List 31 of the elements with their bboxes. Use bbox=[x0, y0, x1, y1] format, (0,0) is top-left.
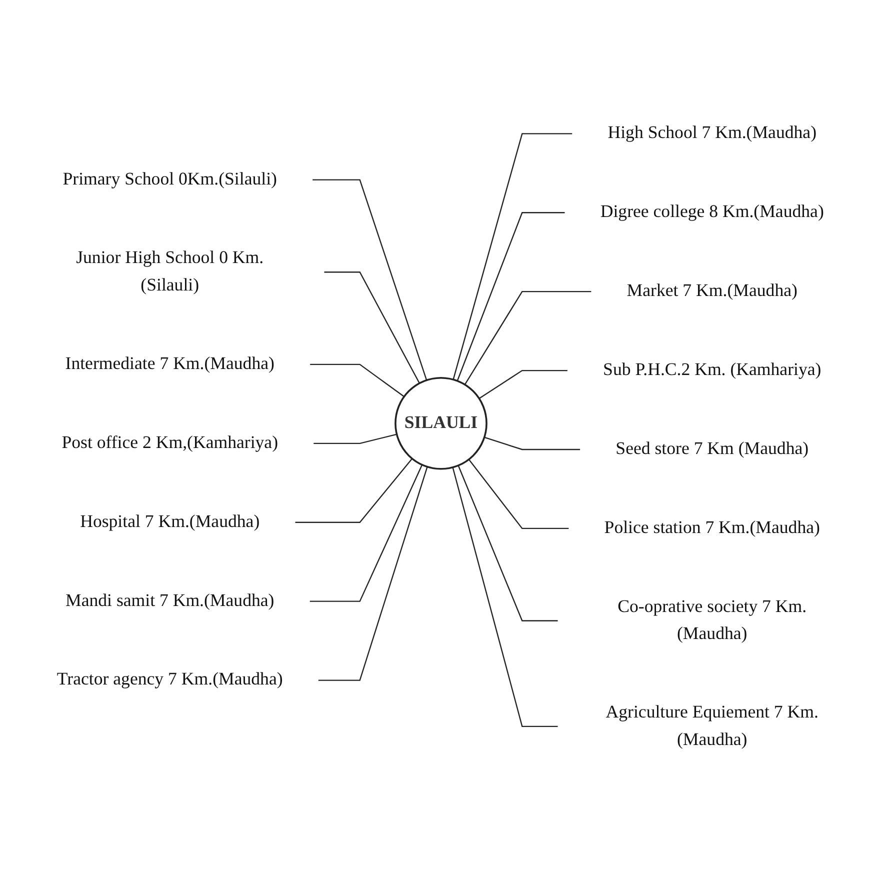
node-text: Police station 7 Km.(Maudha) bbox=[604, 518, 820, 538]
node-text: Digree college 8 Km.(Maudha) bbox=[600, 203, 824, 222]
node-text: Sub P.H.C.2 Km. (Kamhariya) bbox=[603, 361, 822, 380]
node-text: Primary School 0Km.(Silauli) bbox=[62, 170, 277, 190]
connector bbox=[312, 180, 428, 381]
connector bbox=[318, 466, 428, 682]
node-text: Market 7 Km.(Maudha) bbox=[626, 282, 798, 302]
node-text: Seed store 7 Km (Maudha) bbox=[616, 440, 809, 459]
connector bbox=[464, 291, 592, 386]
node-text: Co-oprative society 7 Km.(Maudha) bbox=[618, 598, 807, 644]
node-text: Junior High School 0 Km.(Silauli) bbox=[76, 249, 264, 295]
node-text: Mandi samit 7 Km.(Maudha) bbox=[65, 592, 274, 611]
node-text: Tractor agency 7 Km.(Maudha) bbox=[56, 670, 283, 690]
connector bbox=[468, 459, 569, 530]
connector bbox=[310, 364, 404, 398]
connector bbox=[484, 437, 580, 450]
connector bbox=[314, 434, 397, 444]
connector bbox=[458, 466, 558, 622]
node-text: Hospital 7 Km.(Maudha) bbox=[80, 512, 260, 532]
node-text: Intermediate 7 Km.(Maudha) bbox=[65, 354, 274, 374]
connector bbox=[310, 464, 423, 602]
node-text: High School 7 Km.(Maudha) bbox=[608, 124, 816, 144]
node-text: Post office 2 Km,(Kamhariya) bbox=[62, 434, 278, 453]
node-circle: SILAULI bbox=[394, 377, 488, 470]
connector bbox=[295, 458, 413, 524]
node-text: Agriculture Equiement 7 Km.(Maudha) bbox=[606, 704, 818, 750]
connector bbox=[452, 467, 558, 728]
connector bbox=[324, 272, 420, 384]
connector bbox=[478, 370, 568, 400]
connector bbox=[456, 212, 565, 382]
connector bbox=[452, 133, 572, 380]
